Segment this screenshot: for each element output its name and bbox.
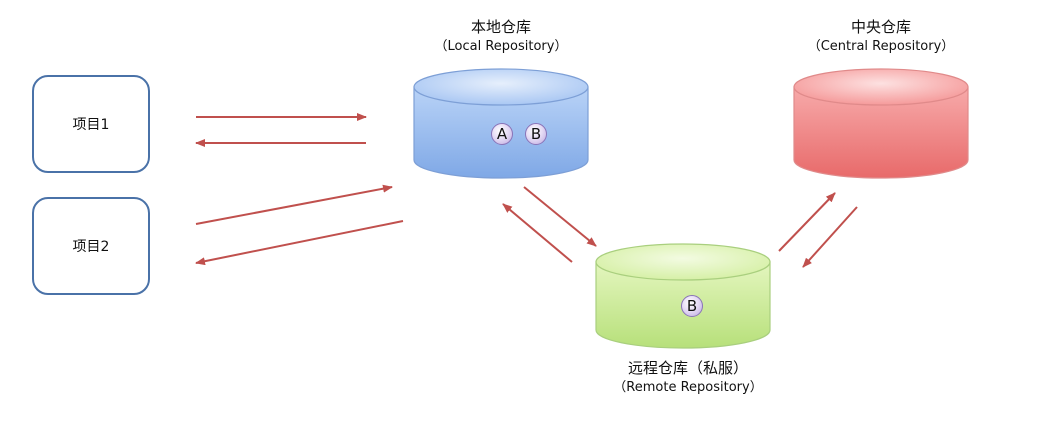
arrow-remote-to-local xyxy=(502,203,573,263)
local-badge-a: A xyxy=(491,123,513,145)
project-1-label: 项目1 xyxy=(72,117,110,133)
remote-repo-label: 远程仓库（私服） （Remote Repository） xyxy=(578,358,798,398)
arrow-local-to-remote xyxy=(523,186,597,247)
arrow-central-to-remote xyxy=(802,206,858,268)
arrows xyxy=(195,113,858,268)
project-2-label: 项目2 xyxy=(72,239,110,255)
arrow-local-to-project2 xyxy=(195,220,404,266)
project-1-box: 项目1 xyxy=(32,75,150,173)
central-repo-label: 中央仓库 （Central Repository） xyxy=(771,17,991,57)
arrow-project2-to-local xyxy=(195,184,393,225)
remote-repo-subtitle: （Remote Repository） xyxy=(613,380,763,395)
remote-badge-b: B xyxy=(681,295,703,317)
project-2-box: 项目2 xyxy=(32,197,150,295)
arrow-remote-to-central xyxy=(778,192,836,252)
central-repo-title: 中央仓库 xyxy=(850,18,911,36)
local-repo-subtitle: （Local Repository） xyxy=(434,39,568,54)
central-repo-subtitle: （Central Repository） xyxy=(807,39,955,54)
remote-repo-title: 远程仓库（私服） xyxy=(627,359,748,377)
local-badge-b: B xyxy=(525,123,547,145)
local-repo-label: 本地仓库 （Local Repository） xyxy=(401,17,601,57)
remote-repo-cylinder xyxy=(595,243,771,349)
central-repo-cylinder xyxy=(793,68,969,179)
local-repo-title: 本地仓库 xyxy=(470,18,531,36)
